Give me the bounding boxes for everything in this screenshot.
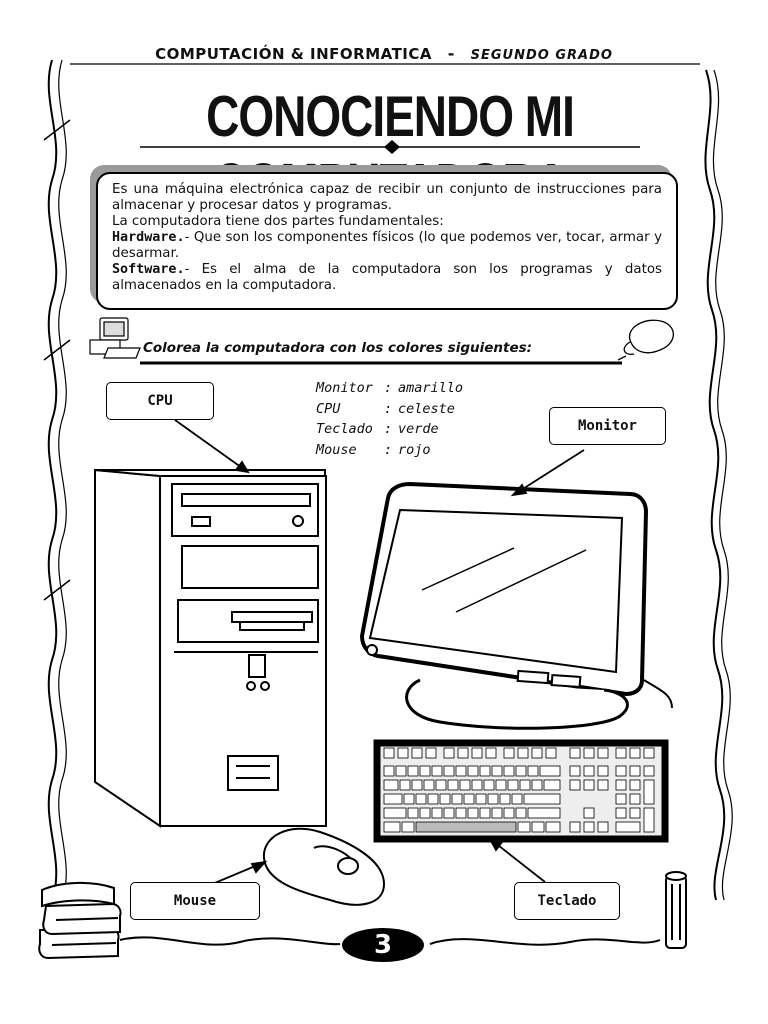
scroll-icon — [665, 871, 687, 949]
intro-box: Es una máquina electrónica capaz de reci… — [96, 172, 678, 310]
mouse-illustration — [262, 827, 386, 906]
color-sep: : — [384, 400, 393, 417]
books-icon — [38, 881, 122, 960]
header-grade: SEGUNDO GRADO — [470, 48, 613, 63]
color-part: Mouse — [316, 441, 357, 458]
color-value: celeste — [398, 400, 455, 417]
keyboard-label: Teclado — [514, 882, 620, 920]
small-mouse-icon — [617, 319, 674, 361]
hardware-label: Hardware. — [112, 230, 185, 245]
color-sep: : — [384, 380, 393, 396]
intro-parts: La computadora tiene dos partes fundamen… — [112, 214, 444, 229]
left-wavy-border — [47, 59, 58, 901]
keyboard-illustration — [373, 739, 669, 843]
color-sep: : — [384, 421, 393, 437]
right-wavy-border — [704, 69, 726, 901]
color-part: Monitor — [316, 380, 373, 396]
intro-software: Software.- Es el alma de la computadora … — [112, 262, 662, 294]
mouse-label: Mouse — [130, 882, 260, 920]
hardware-text: - Que son los componentes físicos (lo qu… — [112, 230, 662, 261]
color-row-mouse: Mouse: rojo — [316, 440, 463, 461]
color-row-cpu: CPU: celeste — [316, 399, 463, 420]
software-text: - Es el alma de la computadora son los p… — [112, 262, 662, 293]
color-value: rojo — [398, 441, 431, 458]
coloring-instruction: Colorea la computadora con los colores s… — [143, 340, 533, 356]
color-part: Teclado — [316, 421, 373, 437]
color-value: amarillo — [398, 380, 464, 396]
header-separator: - — [447, 44, 455, 63]
monitor-illustration — [359, 481, 673, 730]
header-subject: COMPUTACIÓN & INFORMATICA — [155, 45, 433, 63]
page-header: COMPUTACIÓN & INFORMATICA - SEGUNDO GRAD… — [0, 44, 768, 63]
color-part: CPU — [316, 400, 341, 417]
cpu-label: CPU — [106, 382, 214, 420]
small-computer-icon — [89, 317, 141, 359]
color-list: Monitor: amarillo CPU: celeste Teclado: ver… — [316, 378, 463, 460]
color-row-monitor: Monitor: amarillo — [316, 378, 463, 399]
bottom-wave — [119, 936, 661, 946]
software-label: Software. — [112, 262, 185, 277]
cpu-illustration — [94, 468, 327, 828]
monitor-label: Monitor — [549, 407, 666, 445]
intro-definition: Es una máquina electrónica capaz de reci… — [112, 182, 662, 213]
color-sep: : — [384, 441, 393, 458]
page-number: 3 — [342, 928, 424, 962]
color-row-keyboard: Teclado: verde — [316, 419, 463, 440]
intro-hardware: Hardware.- Que son los componentes físic… — [112, 230, 662, 262]
color-value: verde — [398, 421, 439, 437]
